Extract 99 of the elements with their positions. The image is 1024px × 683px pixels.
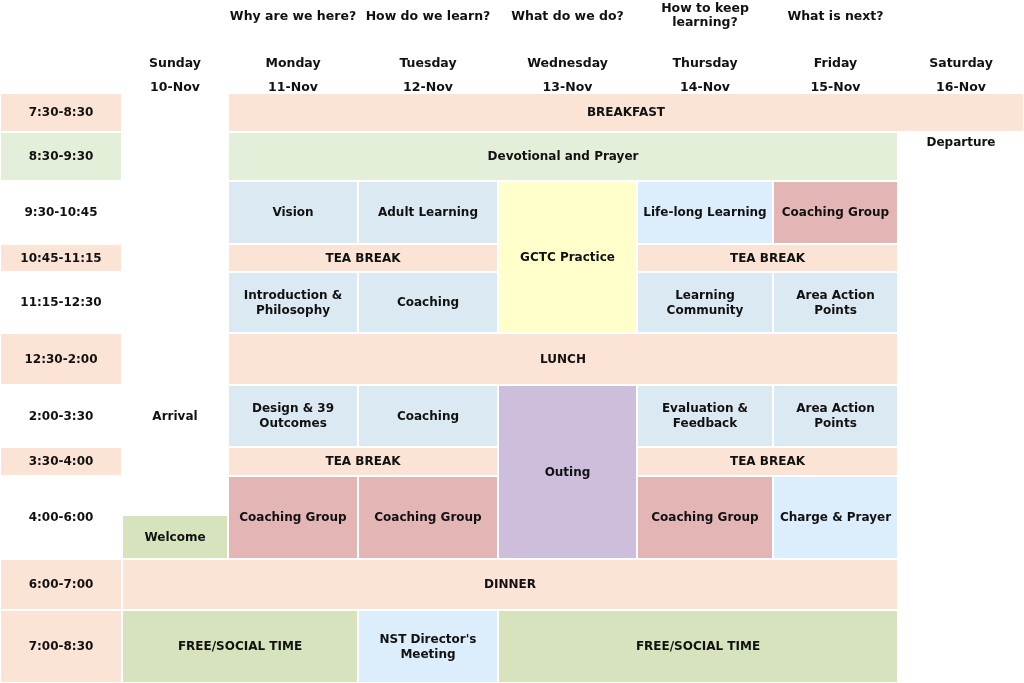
activity-label: TEA BREAK [729,454,806,469]
theme-heading: Why are we here? [229,9,357,24]
time-slot-cell [1,133,121,180]
activity-label: Adult Learning [376,205,479,220]
activity-block [774,273,897,332]
time-label: 9:30-10:45 [23,205,99,220]
activity-block [229,334,897,384]
activity-label: Devotional and Prayer [486,149,640,164]
activity-label: Evaluation & Feedback [660,401,750,431]
date-heading: 14-Nov [680,80,730,95]
activity-label: LUNCH [539,351,587,367]
activity-label: DINNER [483,577,537,592]
activity-label: Learning Community [665,287,745,318]
activity-block [229,386,357,446]
activity-label: Arrival [151,408,199,424]
activity-label: GCTC Practice [519,249,616,265]
activity-block [499,611,897,682]
theme-heading: What is next? [787,9,884,24]
activity-block [229,448,497,475]
activity-label: NST Director's Meeting [378,631,478,662]
theme-heading: How do we learn? [365,9,491,24]
activity-block [229,133,897,180]
day-heading: Wednesday [527,56,608,71]
activity-label: Life-long Learning [642,205,768,220]
date-heading: 15-Nov [810,80,861,95]
activity-block [638,273,772,332]
activity-label: Design & 39 Outcomes [251,401,335,431]
activity-label: Outing [543,464,592,480]
time-label: 10:45-11:15 [19,250,103,266]
activity-block [774,477,897,558]
activity-block [229,245,497,271]
activity-block [499,182,636,332]
date-heading: 13-Nov [542,80,593,95]
activity-block [229,182,357,243]
day-heading: Thursday [672,56,738,71]
time-label: 11:15-12:30 [19,295,103,310]
activity-label: Charge & Prayer [778,510,893,525]
activity-block [359,386,497,446]
day-heading: Friday [813,56,858,71]
activity-block [638,477,772,558]
activity-block [774,182,897,243]
activity-label: Coaching Group [373,510,483,525]
time-slot-cell [1,611,121,682]
activity-block [359,611,497,682]
time-slot-cell [1,560,121,609]
activity-label: FREE/SOCIAL TIME [176,639,304,654]
activity-label: Area Action Points [795,287,876,318]
day-heading: Tuesday [399,56,457,71]
activity-label: TEA BREAK [729,250,806,266]
activity-block [638,182,772,243]
date-heading: 16-Nov [936,80,986,95]
activity-label: TEA BREAK [324,454,402,469]
activity-label: BREAKFAST [585,105,667,120]
activity-label: Coaching [395,295,461,310]
activity-block [499,386,636,558]
activity-label: Area Action Points [795,401,876,431]
time-slot-cell [1,334,121,384]
date-heading: 10-Nov [150,80,200,95]
activity-label: TEA BREAK [324,250,402,266]
time-label: 12:30-2:00 [23,351,99,367]
theme-heading: What do we do? [511,9,624,24]
activity-label: Coaching Group [780,205,891,220]
activity-label: Welcome [143,529,207,545]
activity-block [229,477,357,558]
time-label: 7:00-8:30 [27,639,95,654]
activity-block [359,477,497,558]
activity-label: Coaching [395,408,461,424]
activity-block [774,386,897,446]
activity-label: Coaching Group [650,510,760,525]
time-label: 7:30-8:30 [27,105,95,120]
day-heading: Monday [265,56,321,71]
day-heading: Sunday [149,56,201,71]
time-slot-cell [1,448,121,475]
activity-block [229,94,1023,131]
activity-block [123,516,227,558]
activity-block [359,273,497,332]
activity-block [123,611,357,682]
activity-label: Departure [925,135,997,150]
activity-block [638,386,772,446]
activity-label: Introduction & Philosophy [242,287,344,318]
time-label: 2:00-3:30 [27,408,95,424]
activity-label: Coaching Group [238,510,348,525]
time-slot-cell [1,245,121,271]
activity-block [123,560,897,609]
theme-heading: How to keep learning? [660,1,750,30]
date-heading: 11-Nov [268,80,318,95]
day-heading: Saturday [929,56,993,71]
time-slot-cell [1,94,121,131]
activity-block [359,182,497,243]
time-label: 8:30-9:30 [27,149,95,164]
activity-block [229,273,357,332]
time-label: 3:30-4:00 [27,454,95,469]
activity-label: FREE/SOCIAL TIME [634,639,762,654]
activity-block [638,245,897,271]
activity-block [638,448,897,475]
activity-label: Vision [271,205,315,220]
time-label: 4:00-6:00 [27,510,95,525]
date-heading: 12-Nov [403,80,453,95]
time-label: 6:00-7:00 [27,577,95,592]
